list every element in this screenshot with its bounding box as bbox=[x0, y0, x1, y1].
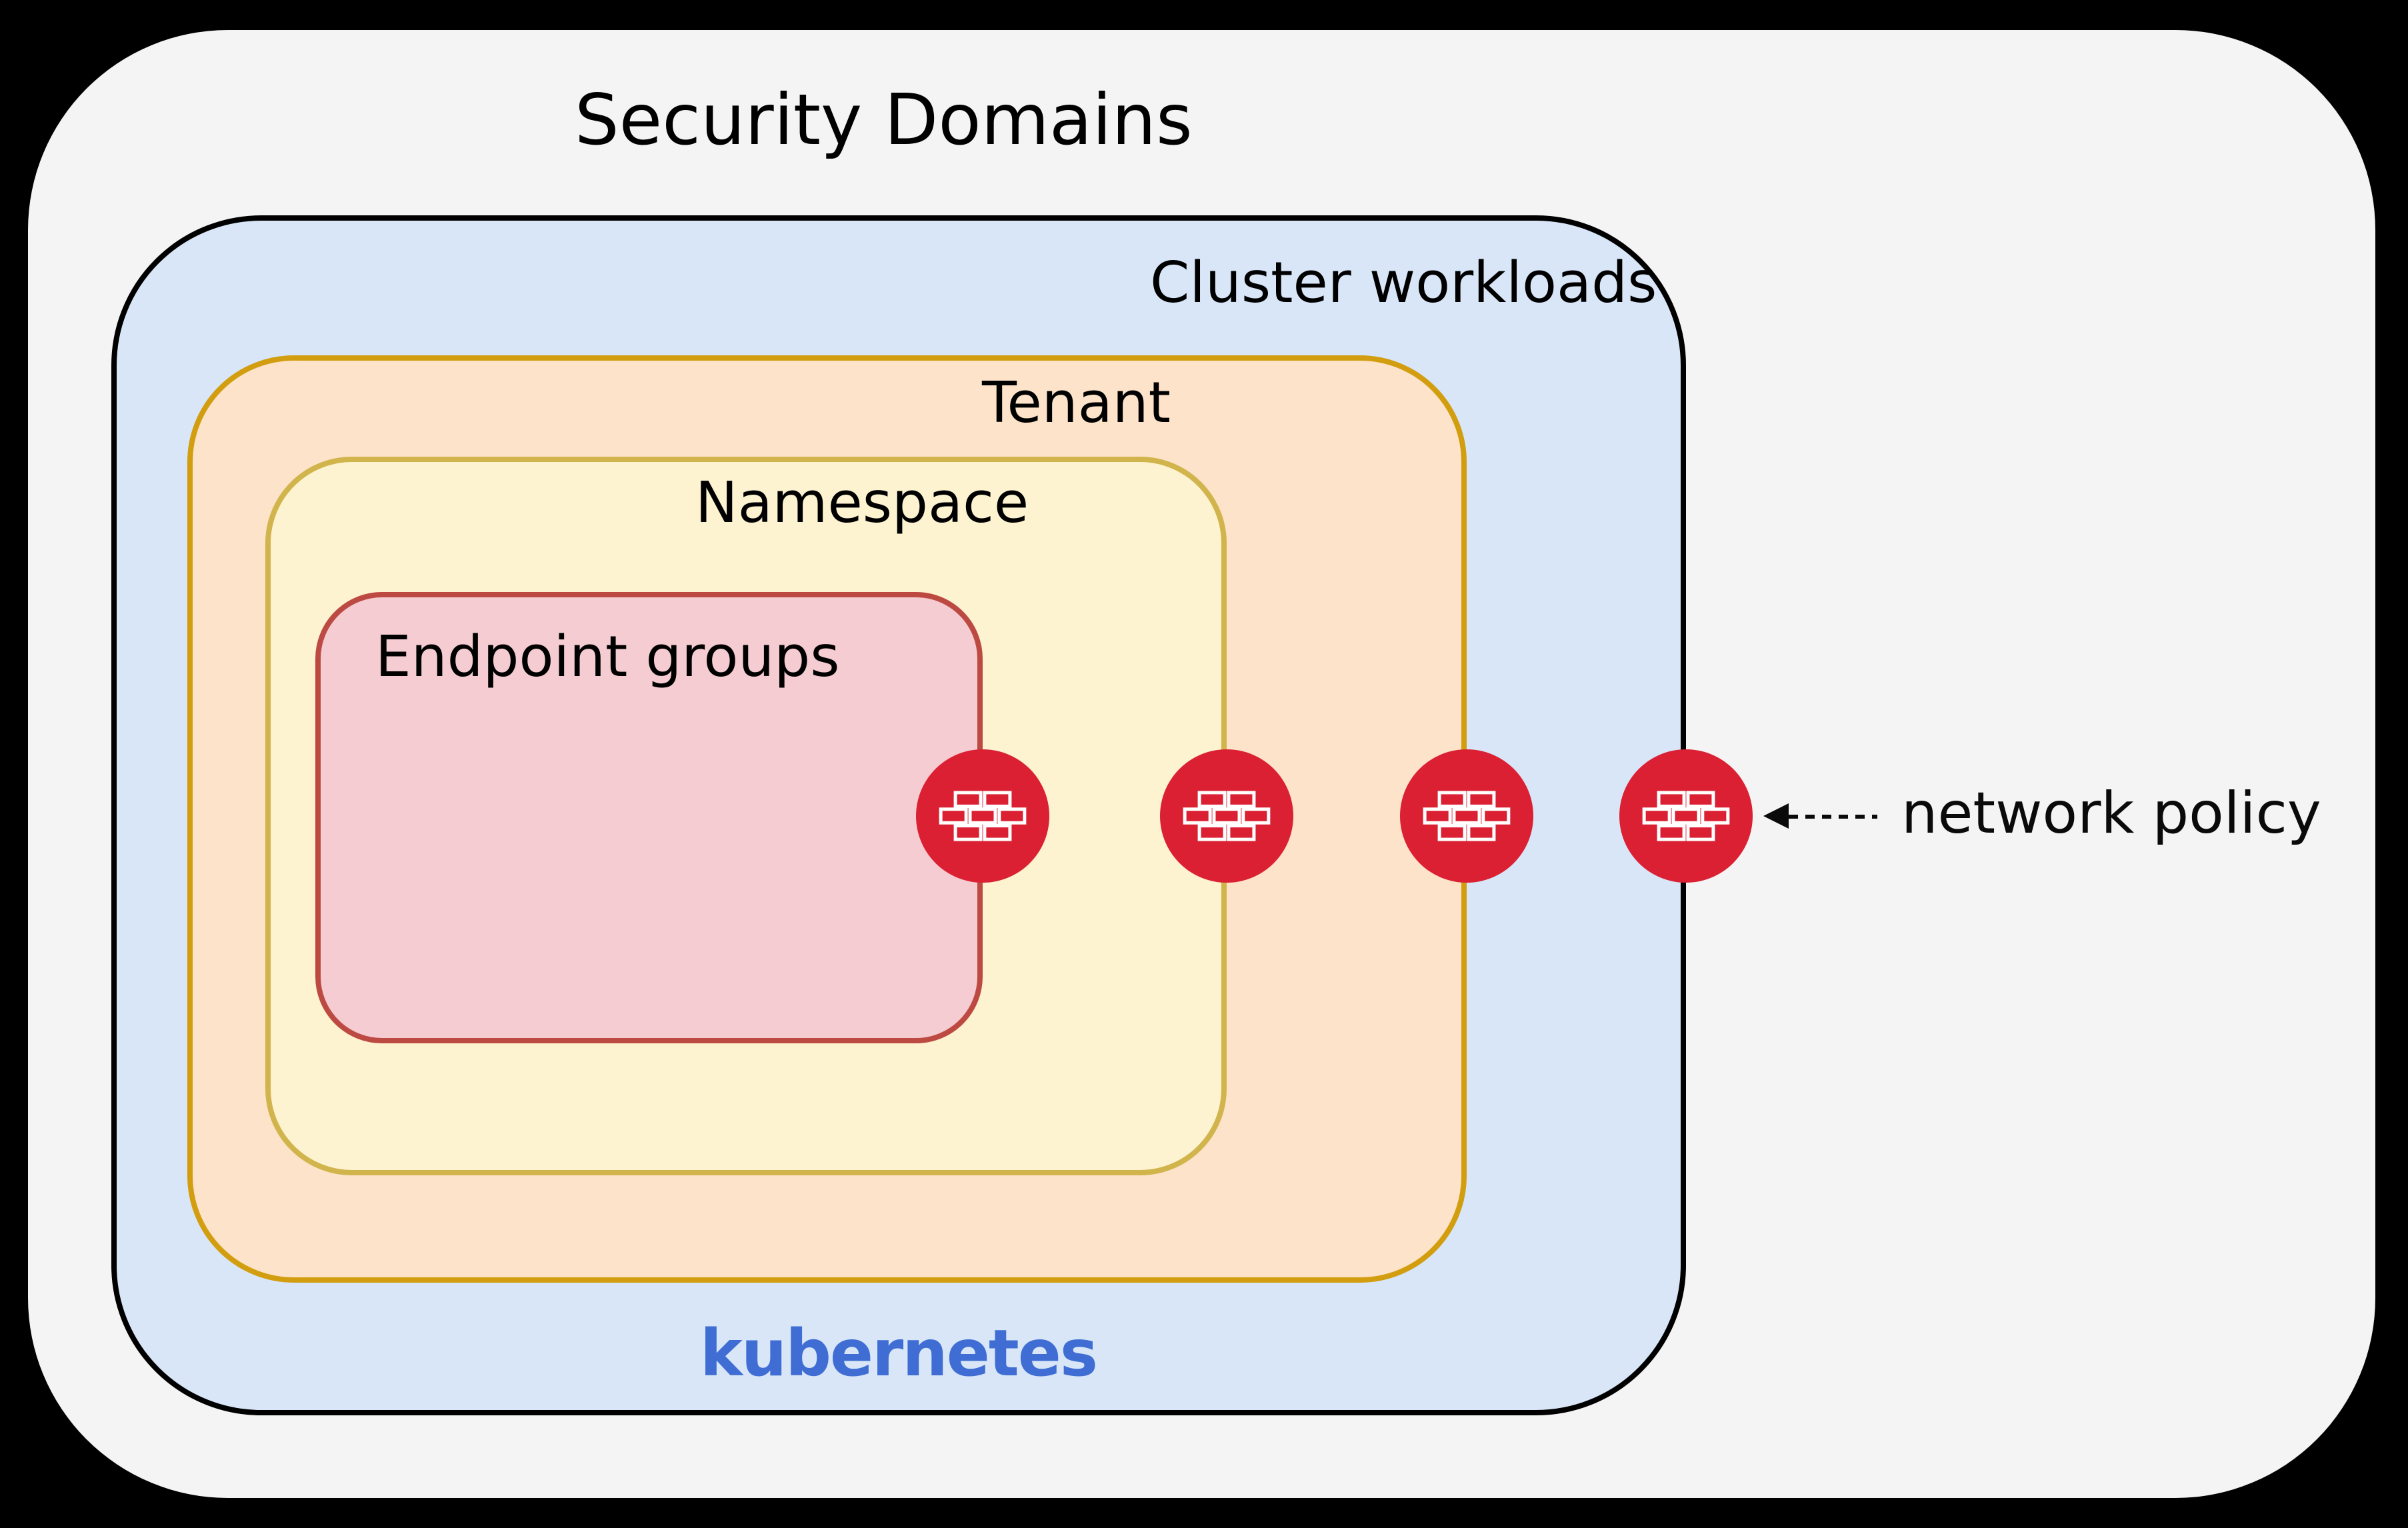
label-kubernetes: kubernetes bbox=[700, 1316, 1098, 1391]
label-endpoint-groups: Endpoint groups bbox=[375, 624, 840, 690]
label-namespace: Namespace bbox=[695, 470, 1029, 536]
page-title: Security Domains bbox=[575, 79, 1193, 161]
firewall-node-namespace-boundary bbox=[1160, 749, 1293, 883]
label-network-policy: network policy bbox=[1901, 780, 2321, 847]
firewall-node-cluster-boundary bbox=[1619, 749, 1753, 883]
firewall-node-tenant-boundary bbox=[1400, 749, 1533, 883]
label-tenant: Tenant bbox=[982, 370, 1171, 436]
firewall-brick-wall-icon bbox=[1183, 791, 1271, 841]
domain-endpoint-groups bbox=[315, 592, 983, 1043]
firewall-node-endpoint-boundary bbox=[916, 749, 1049, 883]
firewall-brick-wall-icon bbox=[1642, 791, 1730, 841]
firewall-brick-wall-icon bbox=[939, 791, 1027, 841]
canvas-background: Security Domains Cluster workloads Tenan… bbox=[28, 30, 2375, 1498]
label-cluster-workloads: Cluster workloads bbox=[1150, 250, 1657, 316]
dashed-left-arrow-icon bbox=[1763, 803, 1877, 829]
firewall-brick-wall-icon bbox=[1423, 791, 1511, 841]
network-policy-arrow bbox=[1759, 793, 1905, 840]
